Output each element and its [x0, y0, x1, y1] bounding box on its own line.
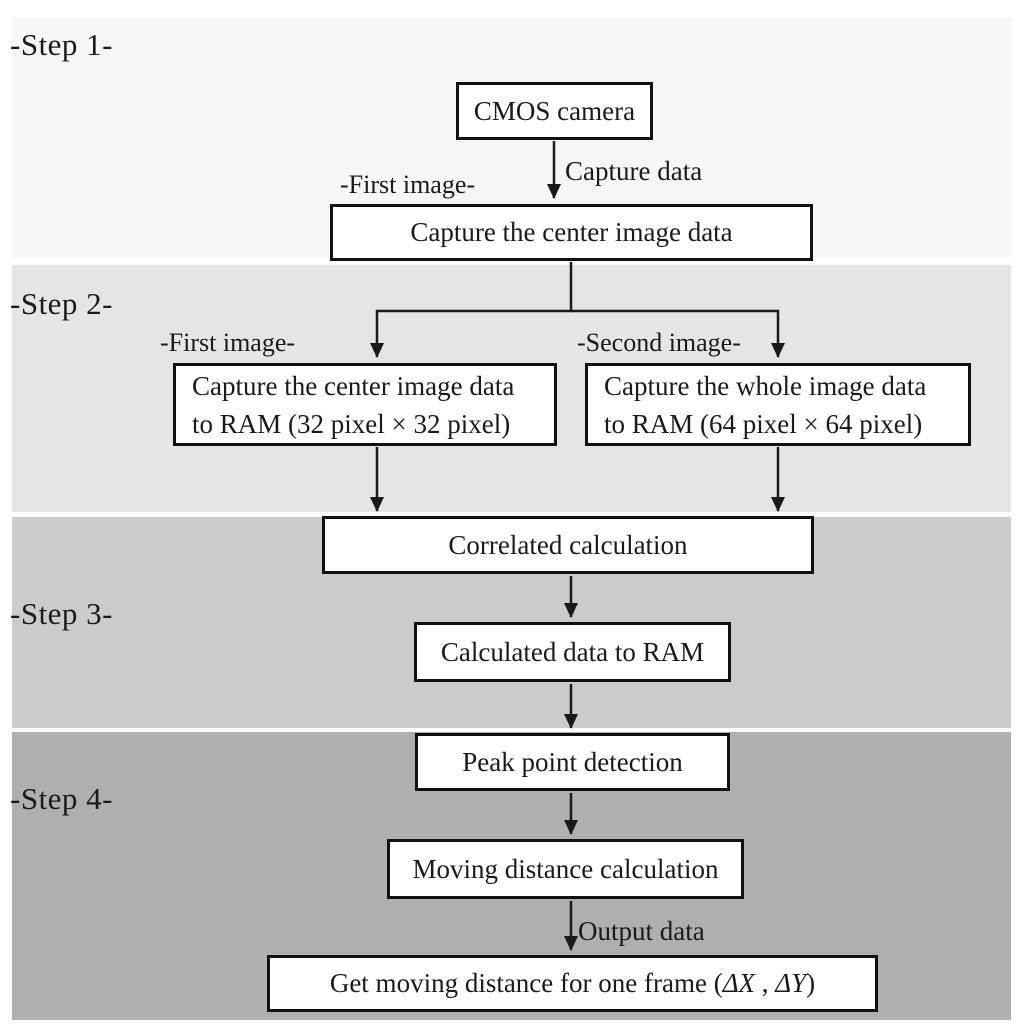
step-1-label: -Step 1- — [10, 27, 114, 62]
annotation-first-image-step2: -First image- — [160, 328, 296, 357]
node-label-line2: to RAM (64 pixel × 64 pixel) — [604, 408, 923, 439]
node-label-line2: to RAM (32 pixel × 32 pixel) — [192, 408, 511, 439]
edge-label-output-data: Output data — [578, 916, 705, 946]
flow-node-correlated-calculation: Correlated calculation — [322, 516, 814, 574]
flow-node-calculated-data-to-ram: Calculated data to RAM — [414, 622, 731, 682]
flow-node-center-image-to-ram: Capture the center image data to RAM (32… — [173, 363, 557, 446]
flow-node-capture-center-image: Capture the center image data — [330, 204, 813, 261]
delta-x: ΔX — [722, 968, 756, 998]
node-label: Correlated calculation — [448, 529, 688, 560]
node-label: CMOS camera — [473, 95, 636, 126]
flow-node-cmos-camera: CMOS camera — [456, 82, 653, 140]
flow-node-moving-distance-calculation: Moving distance calculation — [387, 839, 744, 899]
node-label: Get moving distance for one frame (ΔX , … — [329, 968, 816, 998]
delta-y: ΔY — [775, 968, 807, 998]
annotation-second-image: -Second image- — [577, 328, 741, 357]
edge-label-capture-data: Capture data — [565, 156, 703, 186]
step-3-label: -Step 3- — [10, 596, 114, 631]
node-label-line1: Capture the whole image data — [604, 370, 927, 401]
step-4-label: -Step 4- — [10, 781, 114, 816]
flow-node-result: Get moving distance for one frame (ΔX , … — [267, 955, 878, 1012]
node-label: Peak point detection — [462, 746, 683, 777]
node-label: Calculated data to RAM — [440, 636, 705, 667]
node-label: Capture the center image data — [410, 217, 733, 247]
flow-node-whole-image-to-ram: Capture the whole image data to RAM (64 … — [585, 363, 971, 446]
node-label-line1: Capture the center image data — [192, 370, 515, 401]
step-2-label: -Step 2- — [10, 286, 114, 321]
node-label: Moving distance calculation — [412, 853, 719, 884]
annotation-first-image-step1: -First image- — [340, 170, 476, 199]
flow-node-peak-point-detection: Peak point detection — [415, 733, 730, 791]
